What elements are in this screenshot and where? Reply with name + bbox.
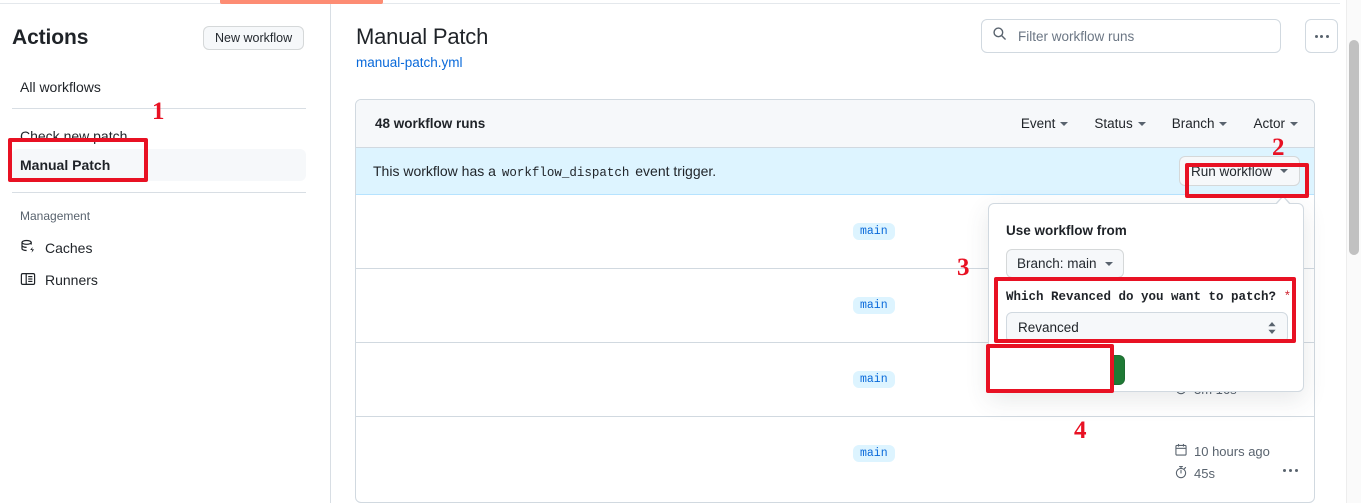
use-workflow-from-label: Use workflow from xyxy=(1006,223,1127,238)
workflow-runs-filters: Event Status Branch Actor xyxy=(1021,116,1298,131)
sidebar-item-label: Manual Patch xyxy=(20,157,111,173)
cache-icon xyxy=(20,239,36,258)
run-workflow-panel: Use workflow from Branch: main Which Rev… xyxy=(988,203,1304,392)
run-timestamp-label: 10 hours ago xyxy=(1194,444,1270,459)
branch-badge: main xyxy=(853,445,895,462)
chevron-down-icon xyxy=(1219,121,1228,126)
revanced-select-value: Revanced xyxy=(1018,320,1079,335)
filter-actor-dropdown[interactable]: Actor xyxy=(1253,116,1298,131)
sidebar-item-label: All workflows xyxy=(20,79,101,95)
sidebar-item-manual-patch[interactable]: Manual Patch xyxy=(8,149,306,181)
chevron-down-icon xyxy=(1137,121,1146,126)
filter-status-dropdown[interactable]: Status xyxy=(1094,116,1146,131)
page-scrollbar-thumb[interactable] xyxy=(1349,40,1359,255)
filter-label: Actor xyxy=(1253,116,1285,131)
chevron-down-icon xyxy=(1104,261,1113,266)
workflow-file-link[interactable]: manual-patch.yml xyxy=(356,55,463,70)
dropdown-arrow xyxy=(1275,195,1291,205)
stopwatch-icon xyxy=(1174,465,1188,482)
branch-select-button[interactable]: Branch: main xyxy=(1006,249,1124,278)
run-duration: 45s xyxy=(1174,465,1215,482)
page-overflow-menu-button[interactable] xyxy=(1305,19,1338,53)
run-workflow-button-label: Run workflow xyxy=(1190,163,1272,179)
branch-badge: main xyxy=(853,297,895,314)
chevron-down-icon xyxy=(1290,121,1298,126)
chevron-down-icon xyxy=(1060,121,1069,126)
dispatch-event-code: workflow_dispatch xyxy=(501,165,630,180)
table-row[interactable]: main 10 hours ago xyxy=(356,417,1314,491)
filter-workflow-runs-box[interactable] xyxy=(981,19,1281,53)
submit-run-workflow-button[interactable]: Run workflow xyxy=(1006,355,1125,385)
run-workflow-dropdown-button[interactable]: Run workflow xyxy=(1178,156,1300,186)
dispatch-banner-text: This workflow has a workflow_dispatch ev… xyxy=(373,163,716,180)
search-input[interactable] xyxy=(1016,27,1266,45)
new-workflow-button[interactable]: New workflow xyxy=(203,26,305,50)
filter-event-dropdown[interactable]: Event xyxy=(1021,116,1069,131)
sidebar-item-caches[interactable]: Caches xyxy=(12,233,306,263)
revanced-select[interactable]: Revanced xyxy=(1006,312,1288,343)
run-timestamp: 10 hours ago xyxy=(1174,443,1270,460)
sidebar-item-label: Check new patch xyxy=(20,128,128,144)
filter-label: Event xyxy=(1020,116,1056,131)
sidebar-item-label: Caches xyxy=(45,240,93,256)
page-progress-bar xyxy=(220,0,383,4)
workflow-dispatch-banner: This workflow has a workflow_dispatch ev… xyxy=(356,148,1314,195)
page-title-actions: Actions xyxy=(12,26,89,49)
sidebar-divider-1 xyxy=(12,108,306,109)
stepper-icon xyxy=(1267,321,1277,335)
filter-branch-dropdown[interactable]: Branch xyxy=(1172,116,1228,131)
filter-label: Status xyxy=(1094,116,1133,131)
top-hairline xyxy=(0,3,1340,4)
actions-sidebar: Actions New workflow All workflows Check… xyxy=(0,4,330,503)
page-scrollbar-track[interactable] xyxy=(1346,0,1361,503)
dispatch-text-after: event trigger. xyxy=(635,162,717,179)
branch-badge: main xyxy=(853,371,895,388)
sidebar-item-all-workflows[interactable]: All workflows xyxy=(12,71,306,103)
branch-badge: main xyxy=(853,223,895,240)
sidebar-divider-2 xyxy=(12,192,306,193)
required-marker: * xyxy=(1283,290,1292,304)
workflow-runs-count: 48 workflow runs xyxy=(375,116,486,131)
chevron-down-icon xyxy=(1280,169,1288,173)
sidebar-item-label: Runners xyxy=(45,272,98,288)
sidebar-item-check-new-patch[interactable]: Check new patch xyxy=(12,120,306,152)
sidebar-item-runners[interactable]: Runners xyxy=(12,265,306,295)
branch-select-label: Branch: main xyxy=(1017,256,1097,271)
sidebar-vertical-divider xyxy=(330,4,331,503)
row-overflow-menu-button[interactable] xyxy=(1283,469,1298,472)
workflow-input-label-text: Which Revanced do you want to patch? xyxy=(1006,290,1277,304)
sidebar-heading-management: Management xyxy=(20,209,91,223)
kebab-horizontal-icon xyxy=(1314,34,1329,38)
search-icon xyxy=(992,26,1007,46)
filter-label: Branch xyxy=(1171,116,1215,131)
workflow-input-label: Which Revanced do you want to patch? * xyxy=(1006,290,1291,304)
dispatch-text-before: This workflow has a xyxy=(373,162,496,179)
workflow-runs-header: 48 workflow runs Event Status Branch xyxy=(356,100,1314,148)
run-duration-label: 45s xyxy=(1194,466,1215,481)
workflow-page-title: Manual Patch xyxy=(356,24,489,49)
runners-icon xyxy=(20,271,36,290)
calendar-icon xyxy=(1174,443,1188,460)
